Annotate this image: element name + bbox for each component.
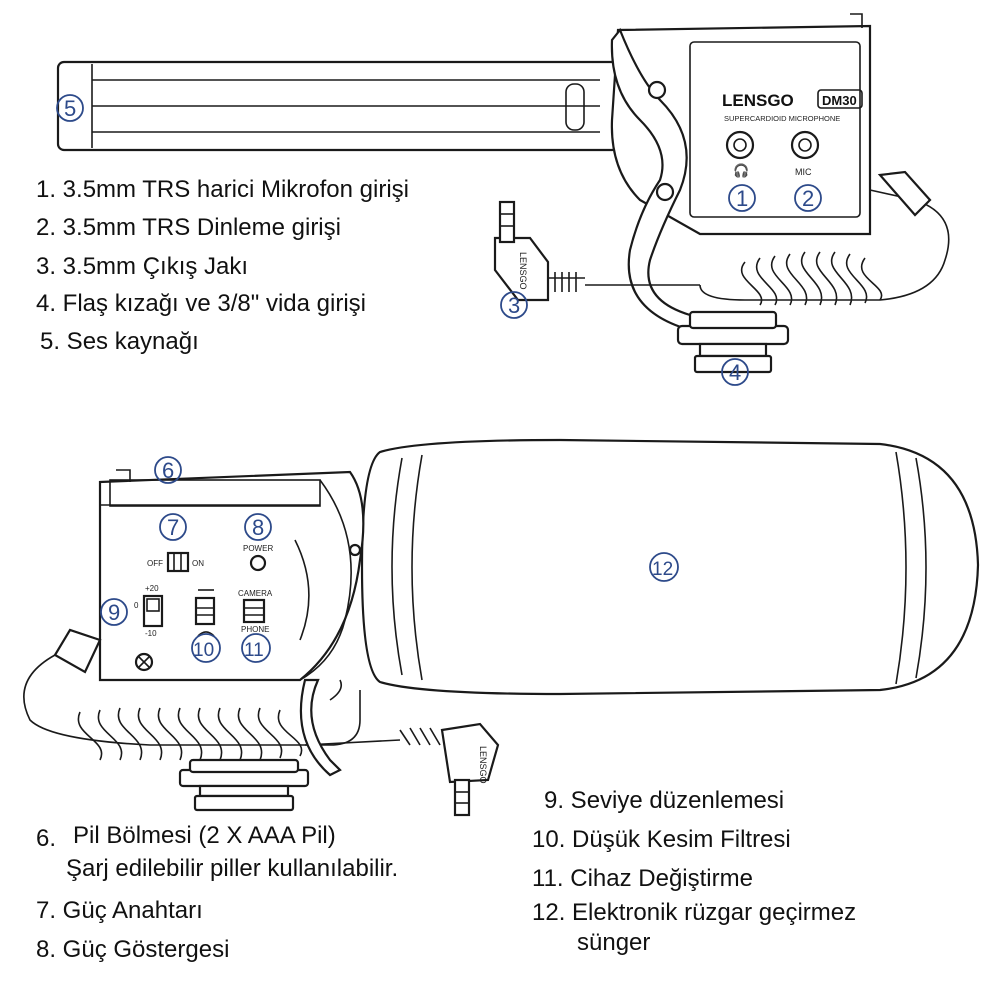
callout-3 bbox=[500, 291, 528, 319]
cable-coil bbox=[740, 251, 883, 306]
callout-12 bbox=[649, 552, 679, 582]
legend-item-6: Pil Bölmesi (2 X AAA Pil) bbox=[73, 822, 336, 849]
svg-text:4: 4 bbox=[729, 360, 741, 385]
low-cut-switch[interactable] bbox=[194, 596, 216, 626]
mic-port[interactable] bbox=[790, 130, 820, 160]
mic-port-label: MIC bbox=[795, 167, 812, 177]
svg-text:8: 8 bbox=[252, 515, 264, 540]
svg-text:1: 1 bbox=[736, 186, 748, 211]
bottom-right-legend: 9. Seviye düzenlemesi 10. Düşük Kesim Fi… bbox=[532, 787, 856, 956]
headphone-icon: 🎧 bbox=[733, 163, 749, 178]
svg-text:5: 5 bbox=[64, 96, 76, 121]
legend-item-3: 3. 3.5mm Çıkış Jakı bbox=[36, 253, 248, 280]
gain-plus-label: +20 bbox=[145, 584, 159, 593]
legend-item-2: 2. 3.5mm TRS Dinleme girişi bbox=[36, 214, 341, 241]
side-plug-tip bbox=[453, 778, 471, 817]
svg-text:2: 2 bbox=[802, 186, 814, 211]
side-body bbox=[98, 470, 365, 682]
legend-item-9: 9. Seviye düzenlemesi bbox=[544, 787, 784, 814]
plug-tip bbox=[498, 200, 516, 244]
gain-zero-label: 0 bbox=[134, 601, 139, 610]
gain-minus-label: -10 bbox=[145, 629, 157, 638]
legend-item-11: 11. Cihaz Değiştirme bbox=[532, 865, 753, 892]
foam-windscreen bbox=[360, 438, 980, 696]
side-plug-brand: LENSGO bbox=[478, 746, 488, 784]
legend-item-6-note: Şarj edilebilir piller kullanılabilir. bbox=[66, 855, 398, 882]
legend-item-12-cont: sünger bbox=[577, 929, 650, 956]
svg-text:7: 7 bbox=[167, 515, 179, 540]
callout-10 bbox=[191, 633, 221, 663]
brand-label: LENSGO bbox=[722, 91, 794, 110]
headphone-port[interactable] bbox=[725, 130, 755, 160]
legend-item-7: 7. Güç Anahtarı bbox=[36, 897, 203, 924]
svg-text:9: 9 bbox=[108, 600, 120, 625]
switch-off-label: OFF bbox=[147, 559, 163, 568]
legend-item-6-num: 6. bbox=[36, 825, 56, 852]
svg-text:10: 10 bbox=[193, 640, 214, 661]
power-label: POWER bbox=[243, 544, 273, 553]
bottom-left-legend: 6. Pil Bölmesi (2 X AAA Pil) Şarj edileb… bbox=[36, 822, 398, 963]
top-microphone: LENSGO DM30 SUPERCARDIOID MICROPHONE 🎧 M… bbox=[56, 13, 950, 374]
barrel-slot bbox=[565, 83, 585, 131]
callout-9 bbox=[100, 598, 128, 626]
legend-item-12: 12. Elektronik rüzgar geçirmez bbox=[532, 899, 856, 926]
side-cable-coil bbox=[77, 707, 303, 761]
svg-text:6: 6 bbox=[162, 458, 174, 483]
svg-text:3: 3 bbox=[508, 293, 520, 318]
callout-8 bbox=[244, 513, 272, 541]
side-shock-mount bbox=[299, 678, 342, 777]
callout-1 bbox=[728, 184, 756, 212]
callout-11 bbox=[241, 633, 271, 663]
callout-6 bbox=[154, 456, 182, 484]
svg-text:11: 11 bbox=[244, 640, 264, 661]
callout-2 bbox=[794, 184, 822, 212]
side-microphone: OFF ON POWER +20 0 -10 CAMERA PHONE bbox=[23, 438, 980, 817]
callout-7 bbox=[159, 513, 187, 541]
callout-5 bbox=[56, 94, 84, 122]
coil-cable bbox=[699, 189, 950, 301]
power-led bbox=[249, 554, 267, 572]
callout-4 bbox=[721, 358, 749, 386]
model-label: DM30 bbox=[822, 93, 857, 108]
svg-text:12: 12 bbox=[652, 559, 673, 580]
legend-item-5: 5. Ses kaynağı bbox=[40, 328, 199, 355]
plug-brand: LENSGO bbox=[518, 252, 528, 290]
legend-item-4: 4. Flaş kızağı ve 3/8" vida girişi bbox=[36, 290, 366, 317]
side-cable bbox=[23, 654, 361, 746]
cable-strain-relief bbox=[877, 170, 932, 217]
legend-item-8: 8. Güç Göstergesi bbox=[36, 936, 229, 963]
phone-label: PHONE bbox=[241, 625, 269, 634]
device-switch[interactable] bbox=[242, 598, 266, 624]
switch-on-label: ON bbox=[192, 559, 204, 568]
top-legend: 1. 3.5mm TRS harici Mikrofon girişi 2. 3… bbox=[36, 176, 409, 355]
camera-label: CAMERA bbox=[238, 589, 273, 598]
side-strain-relief bbox=[53, 628, 102, 674]
output-plug bbox=[493, 236, 550, 302]
subtitle-label: SUPERCARDIOID MICROPHONE bbox=[724, 114, 840, 123]
side-output-plug bbox=[440, 722, 500, 784]
power-switch[interactable] bbox=[166, 551, 190, 573]
legend-item-10: 10. Düşük Kesim Filtresi bbox=[532, 826, 791, 853]
legend-item-1: 1. 3.5mm TRS harici Mikrofon girişi bbox=[36, 176, 409, 203]
